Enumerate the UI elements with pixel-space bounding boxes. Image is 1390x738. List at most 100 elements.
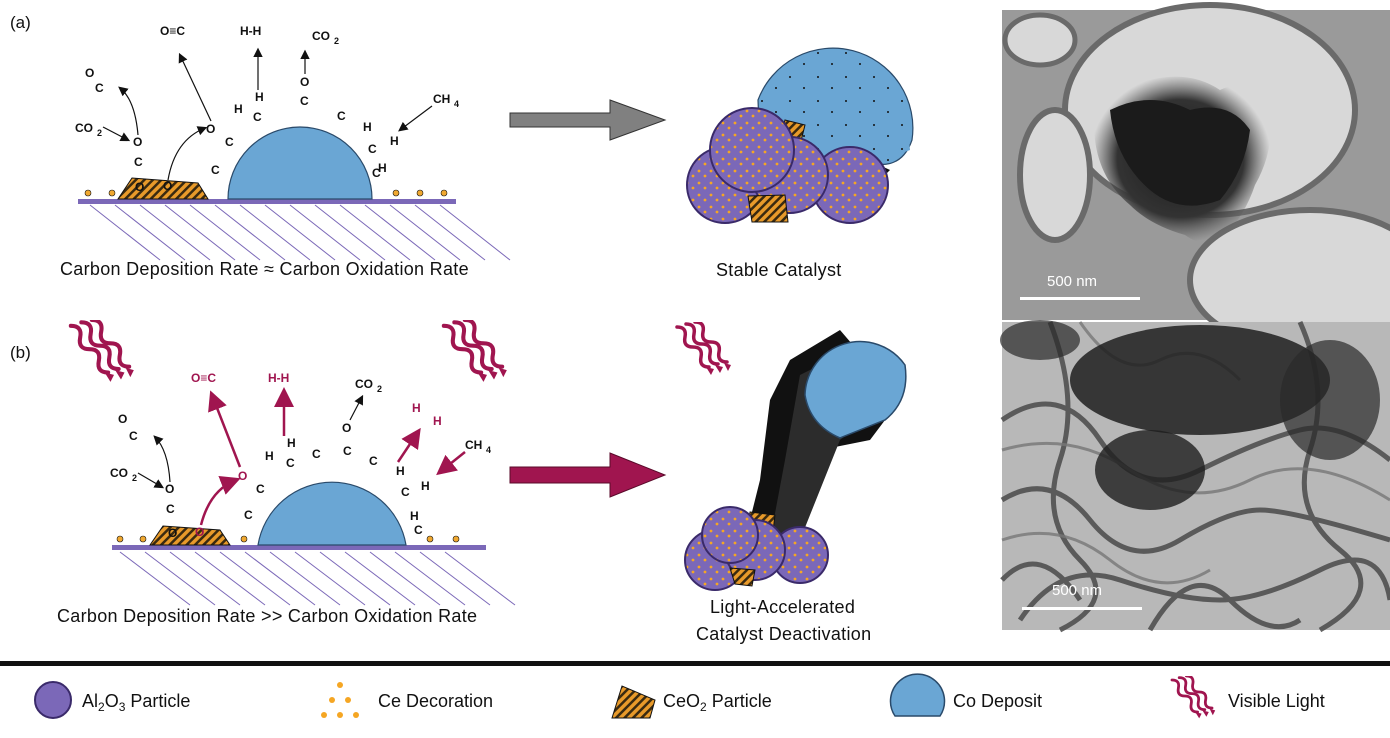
- svg-text:O: O: [168, 526, 177, 540]
- reaction-arrows-a: [102, 47, 433, 181]
- svg-text:O: O: [206, 122, 215, 136]
- svg-text:H: H: [412, 401, 421, 415]
- svg-text:2: 2: [377, 384, 382, 394]
- scale-bar-b: 500 nm: [1052, 582, 1102, 599]
- co-deposit-legend-label: Co Deposit: [953, 691, 1042, 711]
- ceo2-particle-b: [149, 525, 231, 546]
- panel-a-label: (a): [10, 13, 31, 32]
- svg-text:CO: CO: [110, 466, 128, 480]
- panel-b-label: (b): [10, 343, 31, 362]
- svg-text:H: H: [390, 134, 399, 148]
- al2o3-legend-label: Al2O3 Particle: [82, 691, 190, 714]
- svg-text:C: C: [166, 502, 175, 516]
- svg-text:O: O: [300, 75, 309, 89]
- process-arrow-a: [509, 99, 667, 141]
- ceo2-legend-swatch: [611, 685, 656, 719]
- svg-text:C: C: [300, 94, 309, 108]
- svg-text:O≡C: O≡C: [160, 24, 185, 38]
- al2o3-legend-swatch: [34, 681, 72, 719]
- svg-text:CO: CO: [355, 377, 373, 391]
- legend-divider: [0, 661, 1390, 666]
- svg-text:H: H: [410, 509, 419, 523]
- svg-text:C: C: [253, 110, 262, 124]
- svg-text:C: C: [95, 81, 104, 95]
- svg-text:H: H: [255, 90, 264, 104]
- svg-text:O: O: [342, 421, 351, 435]
- svg-text:O: O: [163, 179, 172, 193]
- svg-text:O: O: [238, 469, 247, 483]
- svg-text:H: H: [363, 120, 372, 134]
- svg-text:2: 2: [334, 36, 339, 46]
- scale-bar-a: 500 nm: [1047, 273, 1097, 290]
- visible-light-legend-label: Visible Light: [1228, 691, 1325, 711]
- svg-text:CH: CH: [465, 438, 482, 452]
- ceo2-legend-label: CeO2 Particle: [663, 691, 772, 714]
- svg-text:C: C: [211, 163, 220, 177]
- co-deposit-a: [227, 126, 373, 200]
- support-surface-a: [89, 204, 511, 261]
- svg-text:C: C: [256, 482, 265, 496]
- svg-text:H: H: [287, 436, 296, 450]
- svg-text:C: C: [134, 155, 143, 169]
- caption-a: Carbon Deposition Rate ≈ Carbon Oxidatio…: [60, 259, 469, 279]
- svg-text:CO: CO: [312, 29, 330, 43]
- caption-b: Carbon Deposition Rate >> Carbon Oxidati…: [57, 606, 477, 626]
- svg-text:H-H: H-H: [268, 371, 289, 385]
- svg-text:O: O: [118, 412, 127, 426]
- legend: Al2O3 Particle Ce Decoration CeO2 Partic…: [34, 673, 1325, 720]
- svg-text:O: O: [135, 180, 144, 194]
- svg-text:CO: CO: [75, 121, 93, 135]
- visible-light-icon: [71, 320, 134, 382]
- svg-text:H: H: [421, 479, 430, 493]
- svg-text:C: C: [312, 447, 321, 461]
- svg-text:H: H: [378, 161, 387, 175]
- svg-text:C: C: [414, 523, 423, 537]
- svg-text:H-H: H-H: [240, 24, 261, 38]
- co-deposit-legend-swatch: [889, 673, 946, 717]
- deactivation-label-line2: Catalyst Deactivation: [696, 624, 871, 644]
- ceo2-particle-a: [117, 177, 209, 200]
- molecules-b: O≡C H-H CO 2 H H CH 4 CO 2 O C O C O O O…: [110, 371, 491, 540]
- svg-text:H: H: [234, 102, 243, 116]
- svg-text:C: C: [401, 485, 410, 499]
- svg-text:H: H: [396, 464, 405, 478]
- visible-light-icon: [675, 322, 732, 377]
- tem-image-a: 500 nm: [1002, 2, 1390, 353]
- svg-text:O≡C: O≡C: [191, 371, 216, 385]
- co-deposit-b: [257, 481, 407, 546]
- svg-text:C: C: [343, 444, 352, 458]
- stable-catalyst-label: Stable Catalyst: [716, 260, 842, 280]
- svg-text:2: 2: [132, 473, 137, 483]
- ce-decoration-legend-swatch: [321, 682, 359, 718]
- svg-text:C: C: [337, 109, 346, 123]
- svg-text:C: C: [244, 508, 253, 522]
- support-bar-a: [78, 199, 456, 204]
- tem-image-b: 500 nm: [1000, 320, 1390, 633]
- stable-catalyst-illustration: [686, 47, 914, 224]
- svg-text:O: O: [195, 525, 204, 539]
- deactivated-catalyst-illustration: [684, 330, 907, 591]
- visible-light-icon: [1170, 676, 1216, 720]
- visible-light-icon: [444, 320, 507, 382]
- svg-text:H: H: [433, 414, 442, 428]
- molecules-a: O≡C H-H CO 2 CH 4 CO 2 O C O C O O O C C…: [75, 24, 459, 194]
- svg-text:C: C: [225, 135, 234, 149]
- svg-text:C: C: [369, 454, 378, 468]
- support-bar-b: [112, 545, 486, 550]
- svg-text:O: O: [165, 482, 174, 496]
- svg-text:2: 2: [97, 128, 102, 138]
- svg-text:O: O: [85, 66, 94, 80]
- reaction-arrows-b: [137, 387, 466, 526]
- ce-decoration-legend-label: Ce Decoration: [378, 691, 493, 711]
- svg-text:CH: CH: [433, 92, 450, 106]
- svg-text:C: C: [129, 429, 138, 443]
- support-surface-b: [119, 551, 516, 606]
- svg-text:O: O: [133, 135, 142, 149]
- svg-text:4: 4: [454, 99, 459, 109]
- deactivation-label-line1: Light-Accelerated: [710, 597, 855, 617]
- svg-text:C: C: [286, 456, 295, 470]
- process-arrow-b: [509, 452, 667, 498]
- svg-text:C: C: [368, 142, 377, 156]
- svg-text:H: H: [265, 449, 274, 463]
